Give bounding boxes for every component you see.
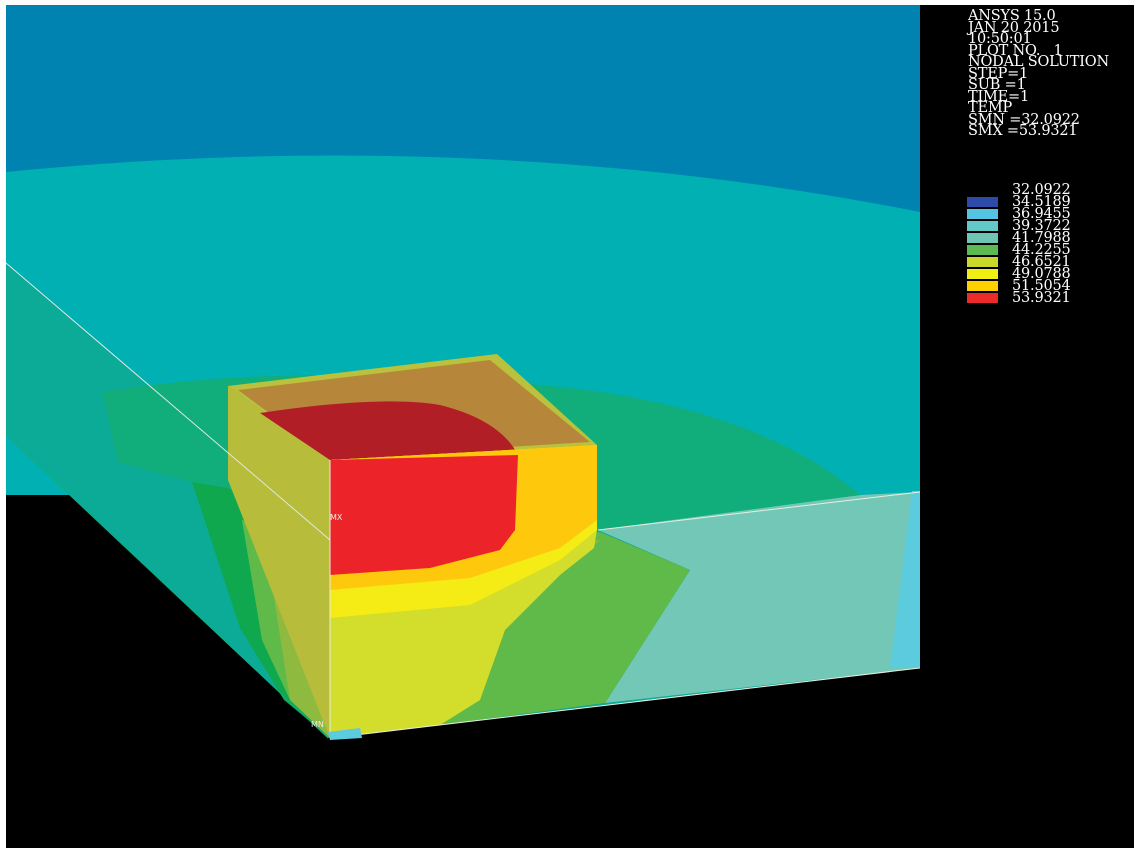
legend-swatch-5 <box>967 257 998 267</box>
result-item: TEMP <box>968 100 1013 116</box>
plot-date: JAN 20 2015 <box>968 19 1060 36</box>
legend-swatch-0 <box>967 197 998 207</box>
legend-swatch-3 <box>967 233 998 243</box>
max-location-marker: MX <box>330 513 343 522</box>
legend-swatch-4 <box>967 245 998 255</box>
legend-level-4: 41.7988 <box>1012 230 1071 246</box>
plot-time: 10:50:01 <box>968 31 1032 47</box>
fea-temperature-contour-plot <box>6 5 920 848</box>
legend-level-0: 32.0922 <box>1012 182 1071 198</box>
chip-top-red-core <box>260 401 518 460</box>
plot-number: PLOT NO. 1 <box>968 42 1063 59</box>
board-contour-gray-green <box>598 492 920 703</box>
legend-swatch-1 <box>967 209 998 219</box>
legend-level-7: 49.0788 <box>1012 266 1071 282</box>
legend-level-9: 53.9321 <box>1012 290 1071 306</box>
board-edge-line <box>6 262 331 541</box>
legend-swatch-6 <box>967 269 998 279</box>
legend-level-3: 39.3722 <box>1012 218 1071 234</box>
substep-label: SUB =1 <box>968 77 1026 93</box>
legend-level-1: 34.5189 <box>1012 194 1071 210</box>
time-label: TIME=1 <box>968 88 1030 105</box>
graphics-viewport[interactable]: MX MN <box>6 5 920 848</box>
legend-swatch-8 <box>967 293 998 303</box>
front-face-cyan-corner <box>328 728 362 740</box>
chip-front-red <box>330 455 518 575</box>
legend-level-6: 46.6521 <box>1012 254 1071 270</box>
min-location-marker: MN <box>311 720 324 729</box>
board-side-edge-line <box>6 434 329 739</box>
legend-panel: ANSYS 15.0 JAN 20 2015 10:50:01 PLOT NO.… <box>920 5 1134 848</box>
max-value: SMX =53.9321 <box>968 123 1078 139</box>
program-version: ANSYS 15.0 <box>968 8 1056 24</box>
step-label: STEP=1 <box>968 65 1029 82</box>
board-edge-cyan <box>890 491 920 668</box>
board-front-edge-line <box>329 667 920 739</box>
min-value: SMN =32.0922 <box>968 111 1080 128</box>
legend-swatch-2 <box>967 221 998 231</box>
board-back-edge-line <box>597 491 920 531</box>
legend-swatch-7 <box>967 281 998 291</box>
legend-level-2: 36.9455 <box>1012 206 1071 222</box>
legend-level-5: 44.2255 <box>1012 242 1071 258</box>
solution-type: NODAL SOLUTION <box>968 54 1109 70</box>
legend-level-8: 51.5054 <box>1012 278 1071 294</box>
